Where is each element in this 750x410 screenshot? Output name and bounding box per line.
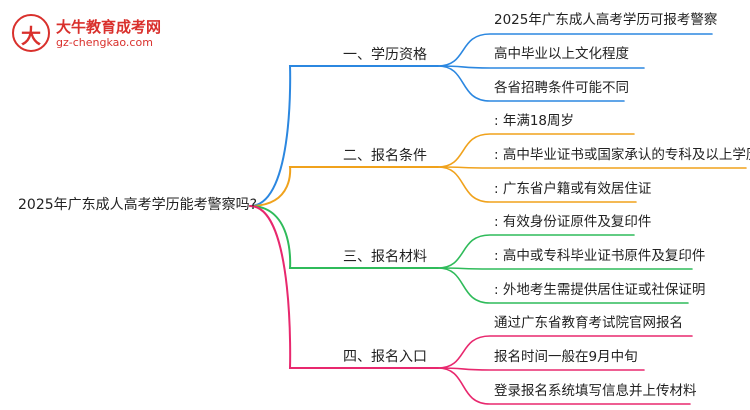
branch-materials: 三、报名材料 <box>343 249 427 265</box>
leaf-connector <box>437 33 713 67</box>
leaf-item: : 广东省户籍或有效居住证 <box>494 181 652 197</box>
logo-url: gz-chengkao.com <box>56 36 153 49</box>
logo-mark-icon: 大 <box>12 14 50 52</box>
leaf-item: : 年满18周岁 <box>494 113 575 129</box>
leaf-item: 2025年广东成人高考学历可报考警察 <box>494 12 718 28</box>
leaf-item: 报名时间一般在9月中旬 <box>494 349 638 365</box>
branch-entry: 四、报名入口 <box>343 349 427 365</box>
leaf-item: 登录报名系统填写信息并上传材料 <box>494 383 697 399</box>
root-topic: 2025年广东成人高考学历能考警察吗? <box>18 197 258 213</box>
leaf-connector <box>437 335 693 369</box>
leaf-item: : 高中毕业证书或国家承认的专科及以上学历 <box>494 147 750 163</box>
leaf-connector <box>437 133 635 168</box>
leaf-connector <box>437 65 645 69</box>
leaf-item: 高中毕业以上文化程度 <box>494 46 629 62</box>
leaf-item: 各省招聘条件可能不同 <box>494 80 629 96</box>
branch-connector <box>249 166 439 207</box>
leaf-connector <box>437 166 747 169</box>
branch-requirements: 二、报名条件 <box>343 148 427 164</box>
leaf-connector <box>437 267 689 304</box>
leaf-connector <box>437 234 635 269</box>
branch-connector <box>249 205 439 269</box>
leaf-item: : 高中或专科毕业证书原件及复印件 <box>494 248 706 264</box>
branch-connector <box>249 65 439 207</box>
leaf-item: : 有效身份证原件及复印件 <box>494 214 652 230</box>
branch-connector <box>249 205 439 369</box>
branch-education: 一、学历资格 <box>343 47 427 63</box>
site-logo: 大 大牛教育成考网 gz-chengkao.com <box>12 14 172 54</box>
leaf-item: : 外地考生需提供居住证或社保证明 <box>494 282 706 298</box>
leaf-connector <box>437 267 693 270</box>
logo-title: 大牛教育成考网 <box>56 18 162 36</box>
leaf-connector <box>437 166 637 203</box>
leaf-connector <box>437 367 645 371</box>
leaf-connector <box>437 65 625 102</box>
leaf-connector <box>437 367 691 405</box>
leaf-item: 通过广东省教育考试院官网报名 <box>494 315 683 331</box>
